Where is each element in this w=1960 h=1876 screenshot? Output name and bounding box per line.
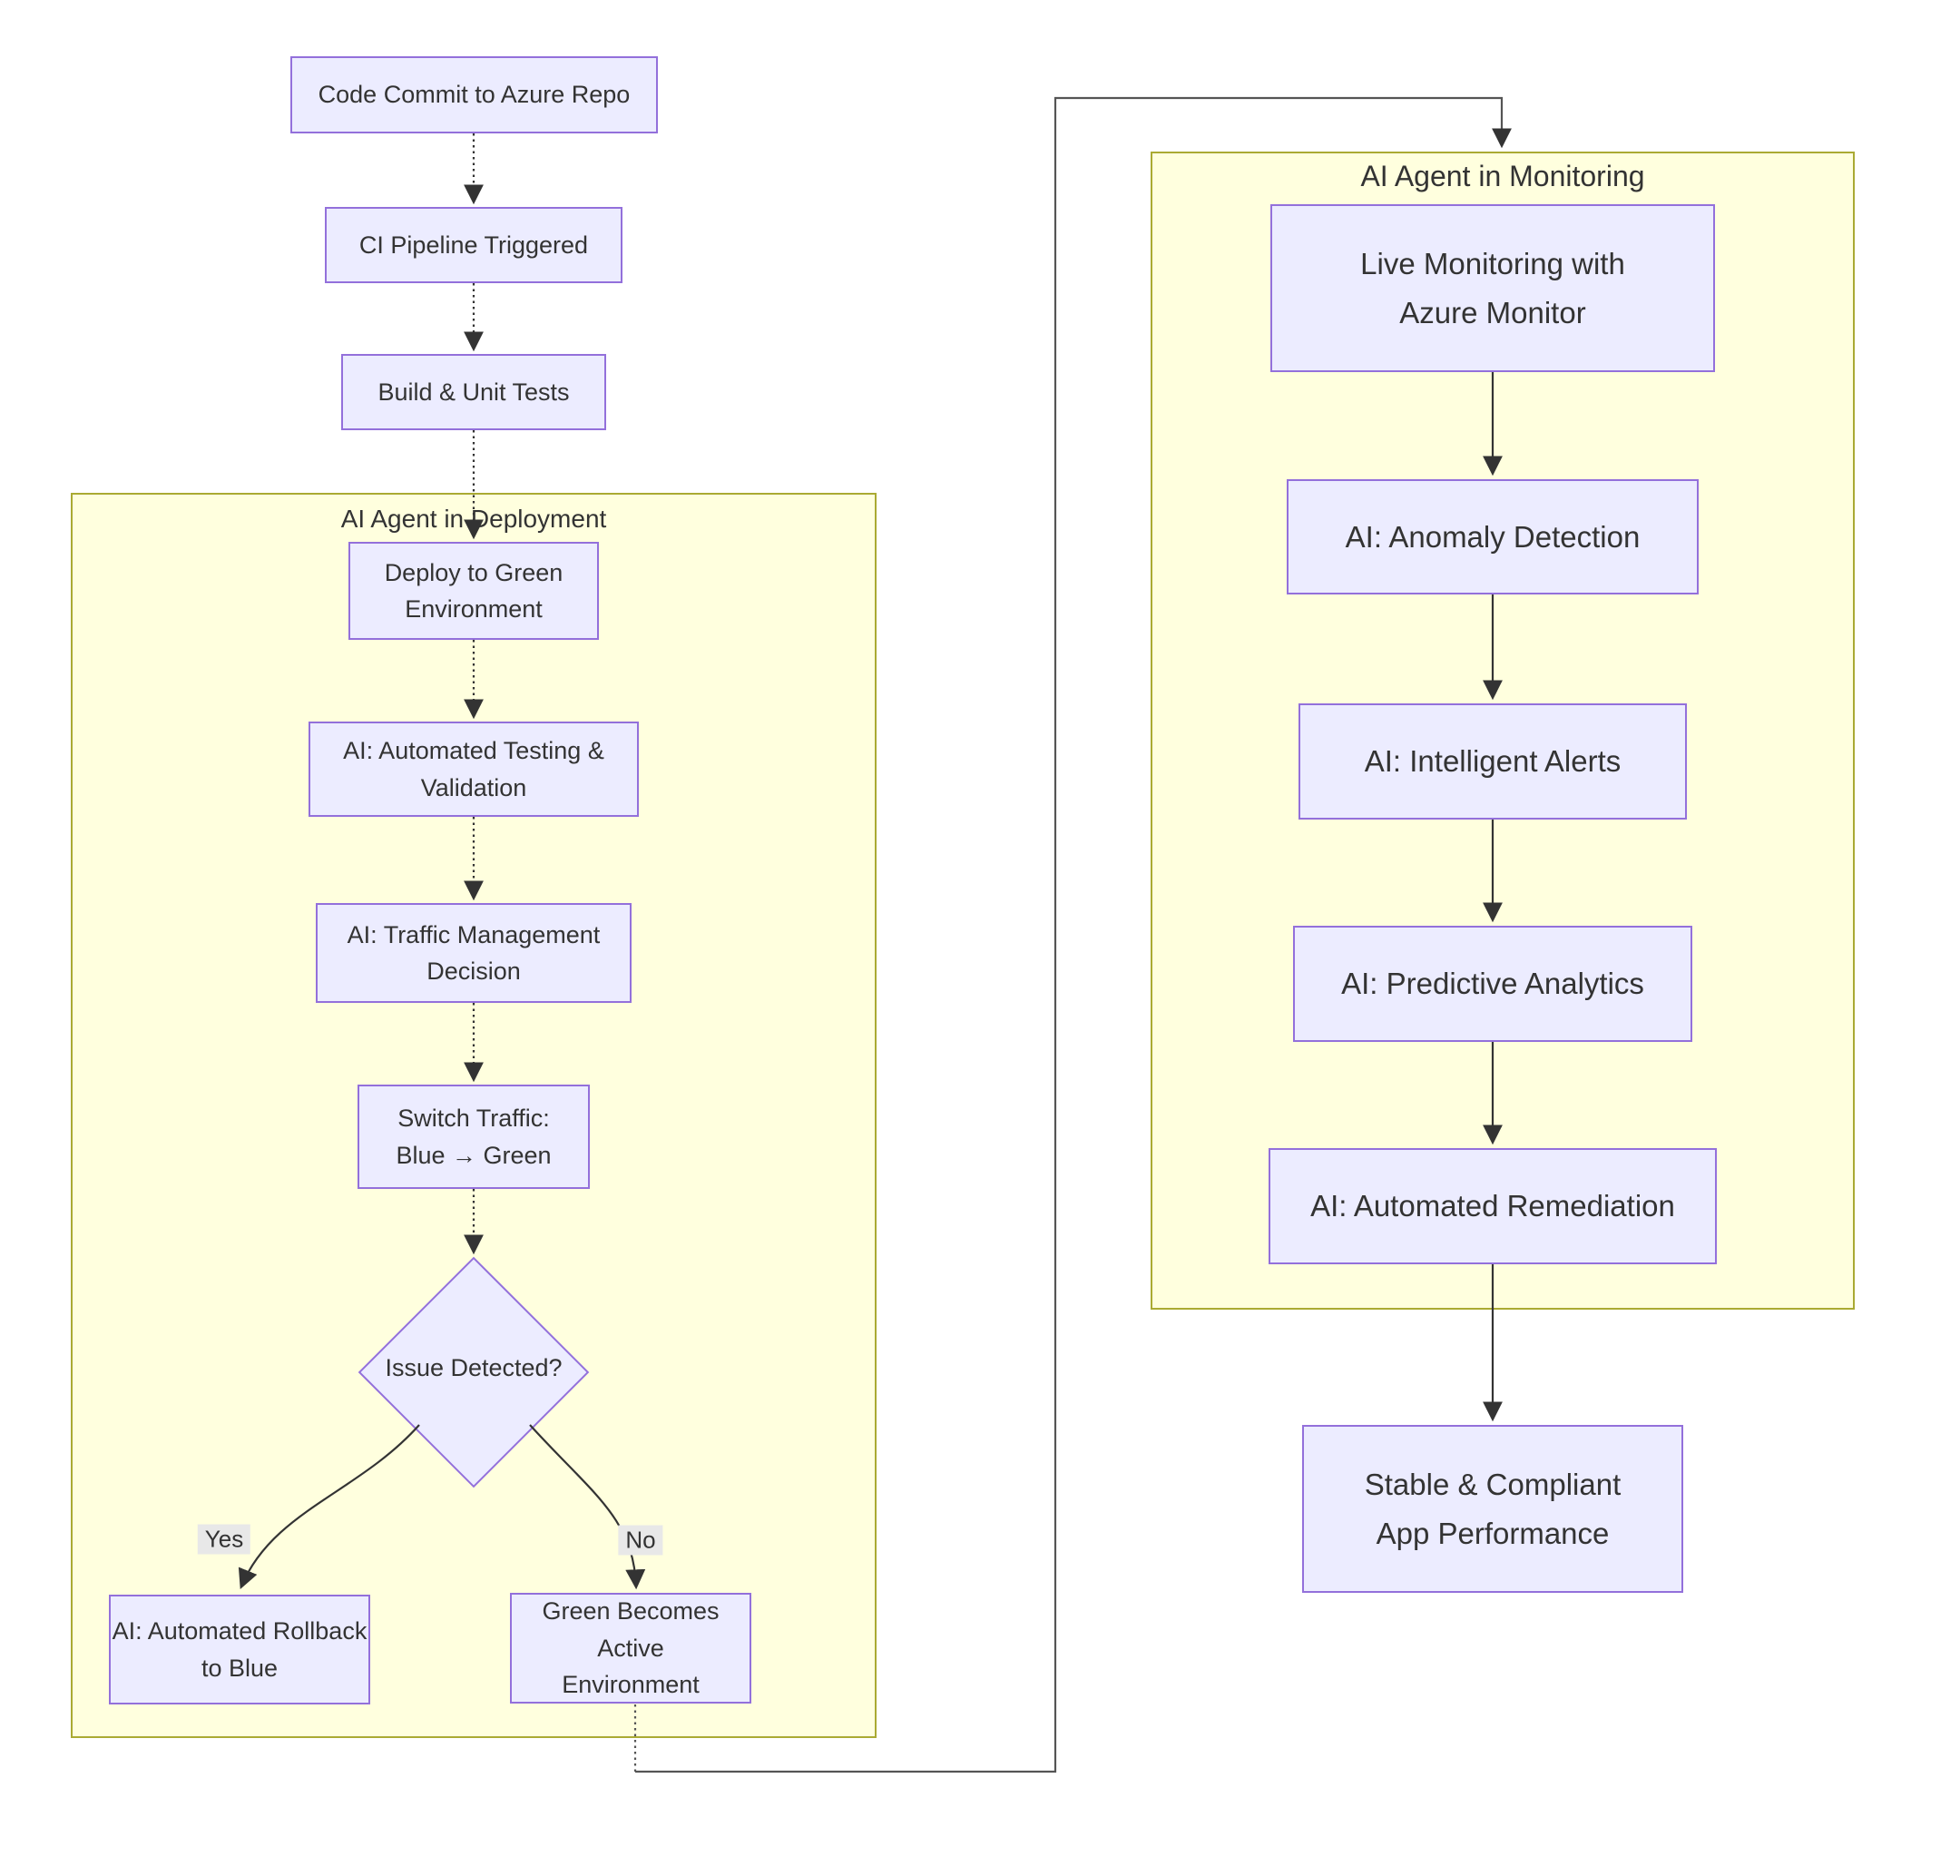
- edge-label-yes: Yes: [197, 1524, 251, 1555]
- monitoring-subgraph-title: AI Agent in Monitoring: [1360, 160, 1645, 192]
- node-live-monitoring: Live Monitoring with Azure Monitor: [1270, 204, 1715, 372]
- node-ai-anomaly-detection: AI: Anomaly Detection: [1287, 479, 1699, 594]
- node-ai-automated-remediation: AI: Automated Remediation: [1269, 1148, 1717, 1264]
- decision-issue-detected-label: Issue Detected?: [385, 1354, 563, 1381]
- edge-label-no: No: [618, 1525, 663, 1556]
- node-ai-traffic-decision: AI: Traffic Management Decision: [316, 903, 632, 1003]
- node-green-active: Green Becomes Active Environment: [510, 1593, 751, 1704]
- node-deploy-green: Deploy to Green Environment: [348, 542, 599, 640]
- node-code-commit: Code Commit to Azure Repo: [290, 56, 658, 133]
- deployment-subgraph-title: AI Agent in Deployment: [340, 505, 607, 533]
- node-ai-predictive-analytics: AI: Predictive Analytics: [1293, 926, 1692, 1042]
- node-stable-app-performance: Stable & Compliant App Performance: [1302, 1425, 1683, 1593]
- node-switch-traffic: Switch Traffic: Blue → Green: [358, 1085, 590, 1189]
- node-ci-pipeline: CI Pipeline Triggered: [325, 207, 622, 283]
- node-ai-intelligent-alerts: AI: Intelligent Alerts: [1298, 703, 1687, 820]
- node-ai-rollback: AI: Automated Rollback to Blue: [109, 1595, 370, 1704]
- node-ai-testing-validation: AI: Automated Testing & Validation: [309, 722, 639, 817]
- node-build-unit-tests: Build & Unit Tests: [341, 354, 606, 430]
